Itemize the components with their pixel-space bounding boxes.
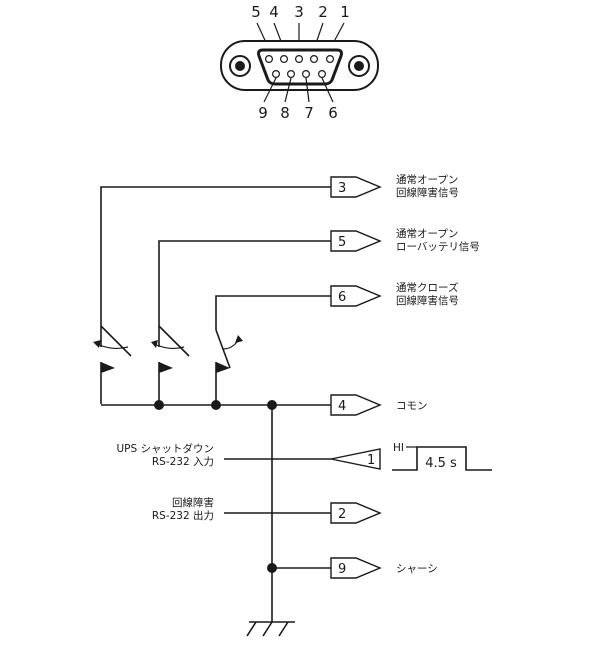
pin-number-6: 6 <box>328 104 338 122</box>
contact-flag-1 <box>101 362 115 373</box>
input-buffer-pin1: 1 <box>330 448 381 470</box>
pin-number-7: 7 <box>304 104 314 122</box>
pulse-duration-label: 4.5 s <box>425 456 457 471</box>
pin-number-4: 4 <box>269 3 279 21</box>
junction-dot <box>154 400 164 410</box>
shutdown-pulse-waveform: HI 4.5 s <box>392 442 492 471</box>
label-pin6-line2: 回線障害信号 <box>396 294 459 307</box>
connector-d-shell <box>257 48 343 86</box>
db9-connector: 5 4 3 2 1 9 8 7 <box>220 3 379 122</box>
output-buffer-pin2: 2 <box>330 502 382 524</box>
label-pin5-line2: ローバッテリ信号 <box>396 241 480 253</box>
buffer-pin-number: 9 <box>338 562 346 577</box>
pin-number-2: 2 <box>318 3 328 21</box>
label-pin2-line1: 回線障害 <box>172 496 214 509</box>
buffer-pin-number: 3 <box>338 181 346 196</box>
output-buffer-pin4: 4 <box>330 394 382 416</box>
label-pin2-line2: RS-232 出力 <box>152 509 214 522</box>
pin-number-1: 1 <box>340 3 350 21</box>
pin-number-3: 3 <box>294 3 304 21</box>
relay-switch-pin5 <box>158 325 190 357</box>
label-pin6-line1: 通常クローズ <box>396 281 458 294</box>
junction-dot <box>211 400 221 410</box>
relay-circuit <box>93 186 331 637</box>
pin-number-8: 8 <box>280 104 290 122</box>
output-buffer-pin6: 6 <box>330 285 382 307</box>
label-pin4: コモン <box>396 400 428 412</box>
buffer-pin-number: 2 <box>338 507 346 522</box>
junction-dot <box>267 400 277 410</box>
contact-flag-2 <box>159 362 173 373</box>
output-buffer-pin5: 5 <box>330 230 382 252</box>
output-buffer-pin3: 3 <box>330 176 382 198</box>
buffer-pin-number: 5 <box>338 235 346 250</box>
ground-symbol <box>246 621 295 637</box>
label-pin5-line1: 通常オープン <box>396 227 458 240</box>
relay-switch-pin3 <box>100 325 132 357</box>
pin-number-5: 5 <box>251 3 261 21</box>
buffer-pin-number: 6 <box>338 290 346 305</box>
label-pin3-line1: 通常オープン <box>396 173 458 186</box>
buffer-pin-number: 4 <box>338 399 346 414</box>
contact-flag-3 <box>216 362 230 373</box>
label-pin1-line1: UPS シャットダウン <box>116 442 214 455</box>
label-pin3-line2: 回線障害信号 <box>396 186 459 199</box>
label-pin1-line2: RS-232 入力 <box>152 455 214 468</box>
output-buffer-pin9: 9 <box>330 557 382 579</box>
buffer-pin-number: 1 <box>367 453 375 468</box>
pulse-hi-label: HI <box>393 442 404 454</box>
label-pin9: シャーシ <box>396 563 438 575</box>
pin-number-9: 9 <box>258 104 268 122</box>
